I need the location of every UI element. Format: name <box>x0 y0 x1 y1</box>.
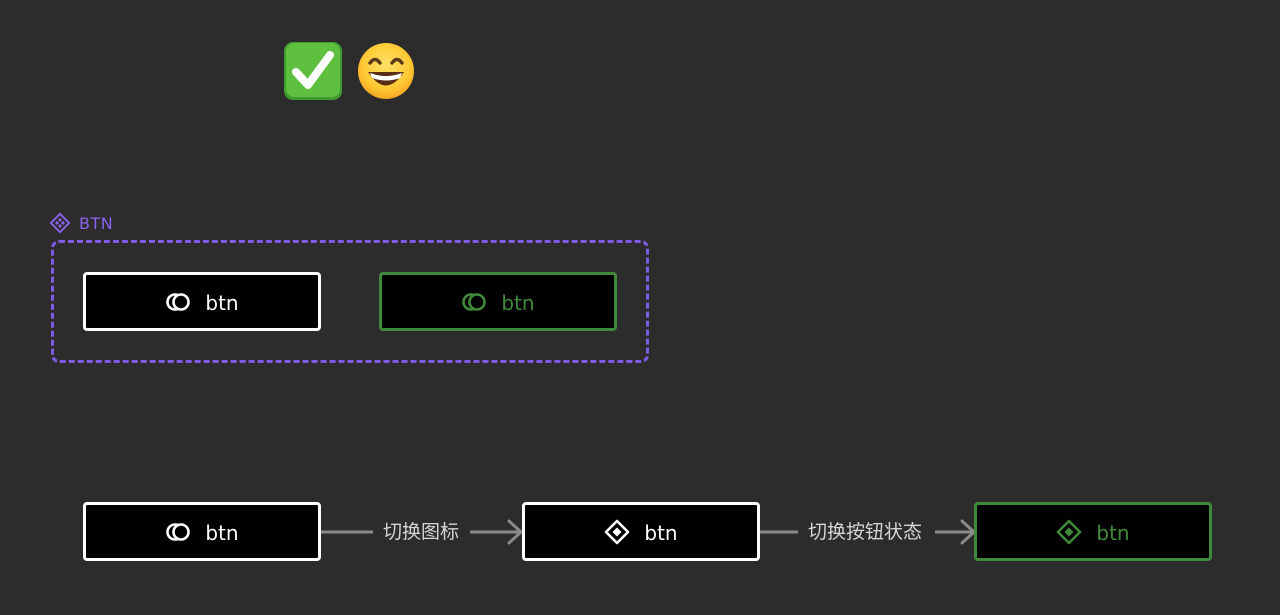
btn-variant-active[interactable]: btn <box>379 272 617 331</box>
component-label: BTN <box>49 212 113 234</box>
btn-label: btn <box>644 520 678 545</box>
btn-label: btn <box>1096 520 1130 545</box>
btn-label: btn <box>205 290 239 315</box>
flow-step-2-button[interactable]: btn <box>522 502 760 561</box>
flow-step-3-button[interactable]: btn <box>974 502 1212 561</box>
flow-connector-line <box>760 530 798 534</box>
check-mark-button-emoji <box>284 42 342 100</box>
toggle-circles-icon <box>462 292 487 311</box>
btn-label: btn <box>501 290 535 315</box>
flow-step-1-button[interactable]: btn <box>83 502 321 561</box>
diamond-icon <box>1057 519 1082 544</box>
component-icon <box>49 212 71 234</box>
component-set-frame[interactable] <box>51 240 649 363</box>
grinning-face-emoji <box>358 43 414 99</box>
flow-connector-line <box>321 530 373 534</box>
transition-label-switch-state: 切换按钮状态 <box>808 521 923 543</box>
btn-variant-default[interactable]: btn <box>83 272 321 331</box>
toggle-circles-icon <box>166 522 191 541</box>
btn-label: btn <box>205 520 239 545</box>
component-name: BTN <box>79 213 114 233</box>
transition-label-switch-icon: 切换图标 <box>383 521 460 543</box>
arrow-right-icon <box>935 519 976 545</box>
toggle-circles-icon <box>166 292 191 311</box>
diamond-icon <box>605 519 630 544</box>
arrow-right-icon <box>470 519 523 545</box>
